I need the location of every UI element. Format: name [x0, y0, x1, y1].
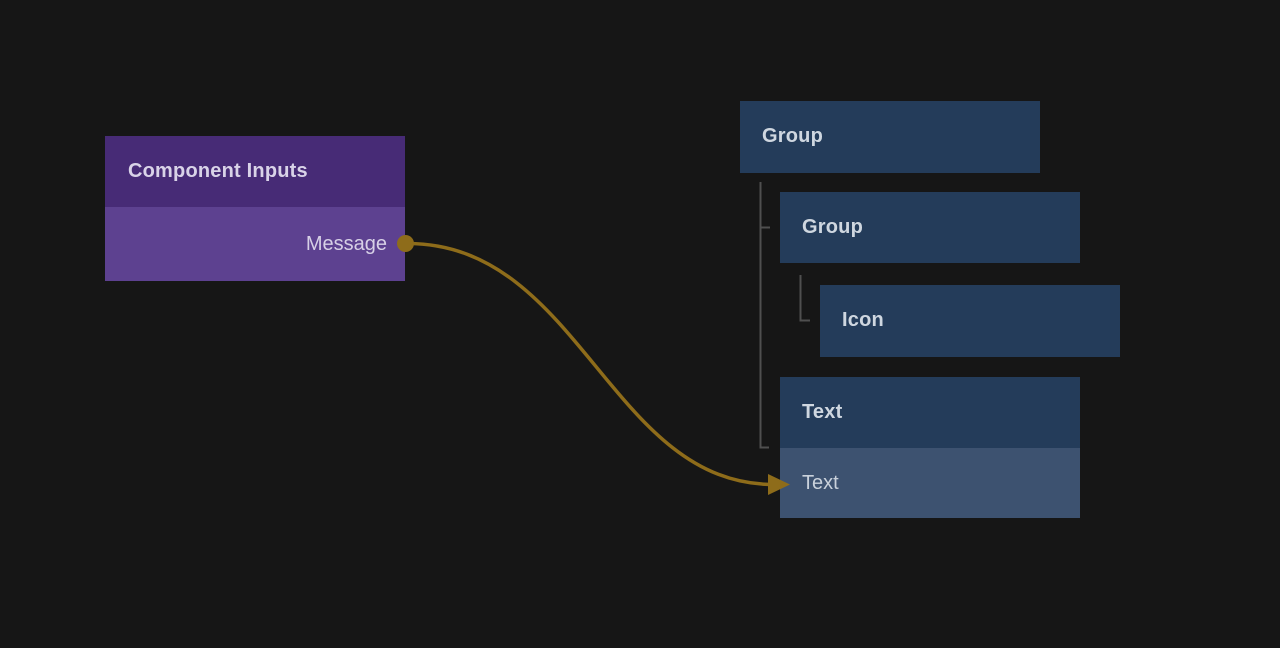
tree-connector-line [799, 275, 810, 322]
layer-node-text-bound-row[interactable]: Text [780, 448, 1080, 518]
layer-node-group-outer[interactable]: Group [740, 101, 1040, 173]
output-row-message-label: Message [305, 232, 387, 255]
bound-row-label: Text [802, 471, 839, 494]
layer-node-label: Group [802, 216, 863, 238]
layer-node-group-inner[interactable]: Group [780, 192, 1080, 263]
component-inputs-header[interactable]: Component Inputs [105, 136, 405, 207]
layer-node-icon[interactable]: Icon [820, 285, 1120, 357]
layer-node-label: Group [762, 125, 823, 147]
component-inputs-title: Component Inputs [128, 160, 308, 182]
output-row-message[interactable]: Message [105, 207, 405, 281]
layer-node-text[interactable]: Text Text [780, 377, 1080, 518]
tree-connector-line [759, 182, 769, 449]
connection-wire[interactable] [406, 241, 775, 487]
component-inputs-node[interactable]: Component Inputs Message [105, 136, 405, 281]
layer-node-label: Text [802, 401, 843, 423]
layer-node-label: Icon [842, 309, 884, 331]
